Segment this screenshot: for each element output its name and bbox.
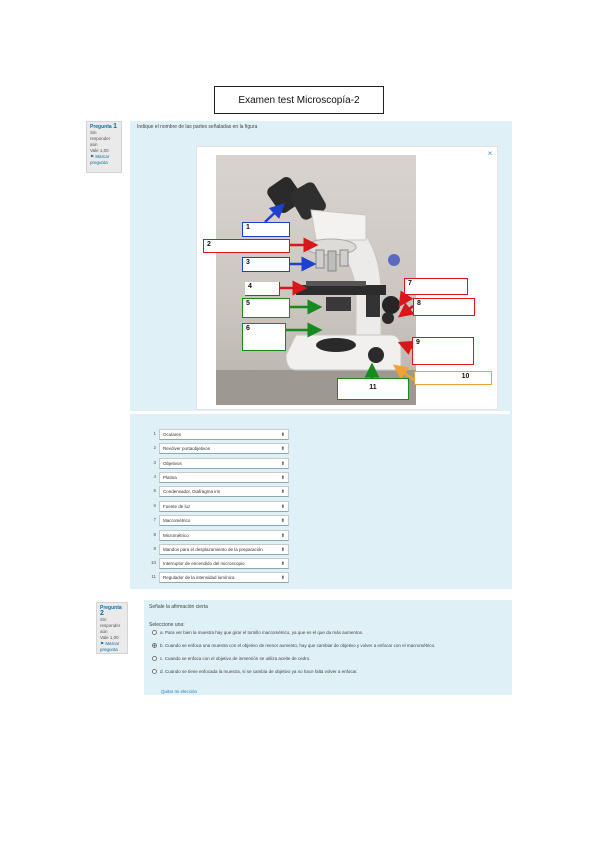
answer-row-4: 4 Platina⬍ xyxy=(150,472,300,483)
answer-number: 5 xyxy=(153,488,156,493)
chevron-down-icon: ⬍ xyxy=(280,561,285,567)
radio-d[interactable] xyxy=(152,669,157,675)
figure-label-7: 7 xyxy=(404,278,468,295)
figure-label-1: 1 xyxy=(242,222,290,237)
radio-b[interactable] xyxy=(152,643,157,649)
figure-label-4: 4 xyxy=(245,282,280,296)
question-2-panel xyxy=(144,600,512,695)
answer-select-1[interactable]: Oculares⬍ xyxy=(159,429,289,440)
figure-label-9: 9 xyxy=(412,337,474,365)
clear-choice-link[interactable]: Quitar mi elección xyxy=(161,689,198,694)
arrow-10 xyxy=(392,364,415,382)
chevron-down-icon: ⬍ xyxy=(280,575,285,581)
figure-label-2: 2 xyxy=(203,239,290,253)
answer-select-9[interactable]: Mandos para el desplazamiento de la prep… xyxy=(159,544,289,555)
flag-question-1-button[interactable]: ⚑ Marcar pregunta xyxy=(90,154,110,165)
answer-number: 9 xyxy=(153,546,156,551)
answer-number: 3 xyxy=(153,460,156,465)
answer-select-7[interactable]: Macrométrico⬍ xyxy=(159,515,289,526)
select-one-label: Seleccione una: xyxy=(149,622,185,628)
answer-number: 10 xyxy=(150,560,156,565)
figure-label-5: 5 xyxy=(242,298,290,318)
chevron-down-icon: ⬍ xyxy=(280,446,285,452)
chevron-down-icon: ⬍ xyxy=(280,432,285,438)
option-a[interactable]: a. Para ver bien la muestra hay que gira… xyxy=(152,630,363,638)
answer-number: 2 xyxy=(153,445,156,450)
question-2-info: Pregunta 2 Sin responder aún Vale 1,00 ⚑… xyxy=(96,602,128,654)
answer-select-6[interactable]: Fuente de luz⬍ xyxy=(159,501,289,512)
answer-select-11[interactable]: Regulador de la intensidad lumínica⬍ xyxy=(159,572,289,583)
chevron-down-icon: ⬍ xyxy=(280,533,285,539)
answer-row-3: 3 Objetivos⬍ xyxy=(150,458,300,469)
answer-row-9: 9 Mandos para el desplazamiento de la pr… xyxy=(150,544,300,555)
chevron-down-icon: ⬍ xyxy=(280,475,285,481)
answer-row-1: 1 Oculares⬍ xyxy=(150,429,300,440)
chevron-down-icon: ⬍ xyxy=(280,504,285,510)
flag-icon: ⚑ xyxy=(90,154,95,159)
question-2-number: Pregunta 2 xyxy=(100,605,122,617)
flag-icon: ⚑ xyxy=(100,641,105,646)
microscope-illustration xyxy=(216,177,416,405)
answer-number: 7 xyxy=(153,517,156,522)
answer-select-8[interactable]: Micrométrico⬍ xyxy=(159,530,289,541)
answer-number: 6 xyxy=(153,503,156,508)
page-title: Examen test Microscopía-2 xyxy=(214,86,384,114)
answer-select-10[interactable]: Interruptor de encendido del microscopio… xyxy=(159,558,289,569)
chevron-down-icon: ⬍ xyxy=(280,461,285,467)
answer-row-5: 5 Condensador, Diafragma iris⬍ xyxy=(150,486,300,497)
answer-select-5[interactable]: Condensador, Diafragma iris⬍ xyxy=(159,486,289,497)
question-1-status-2: aún xyxy=(90,142,98,147)
figure-label-10: 10 xyxy=(414,371,492,385)
question-1-prompt: Indique el nombre de las partes señalada… xyxy=(137,124,258,130)
answer-row-2: 2 Revólver portaobjetivos⬍ xyxy=(150,443,300,454)
question-2-status-2: aún xyxy=(100,629,108,634)
question-2-prompt: Señale la afirmación cierta xyxy=(149,604,208,610)
close-icon[interactable]: × xyxy=(487,149,493,158)
arrow-8 xyxy=(398,302,415,318)
question-2-score: Vale 1,00 xyxy=(100,635,119,640)
figure-label-11: 11 xyxy=(337,378,409,400)
figure-label-3: 3 xyxy=(242,257,290,272)
figure-label-8: 8 xyxy=(413,298,475,316)
answer-number: 11 xyxy=(151,574,156,579)
answer-row-7: 7 Macrométrico⬍ xyxy=(150,515,300,526)
arrow-9 xyxy=(397,340,415,355)
chevron-down-icon: ⬍ xyxy=(280,518,285,524)
answer-number: 8 xyxy=(153,532,156,537)
answer-row-11: 11 Regulador de la intensidad lumínica⬍ xyxy=(150,572,300,583)
answer-number: 4 xyxy=(153,474,156,479)
answer-number: 1 xyxy=(153,431,156,436)
answer-select-3[interactable]: Objetivos⬍ xyxy=(159,458,289,469)
option-c[interactable]: c. Cuando se enfoca con el objetivo de i… xyxy=(152,656,310,664)
answer-row-8: 8 Micrométrico⬍ xyxy=(150,530,300,541)
radio-a[interactable] xyxy=(152,630,157,636)
chevron-down-icon: ⬍ xyxy=(280,489,285,495)
figure-label-6: 6 xyxy=(242,323,286,351)
answer-select-4[interactable]: Platina⬍ xyxy=(159,472,289,483)
answer-row-6: 6 Fuente de luz⬍ xyxy=(150,501,300,512)
figure-caption-bar xyxy=(130,411,510,414)
radio-c[interactable] xyxy=(152,656,157,662)
arrow-1 xyxy=(264,203,285,223)
option-d[interactable]: d. Cuando se tiene enfocada la muestra, … xyxy=(152,669,358,677)
answer-row-10: 10 Interruptor de encendido del microsco… xyxy=(150,558,300,569)
question-1-score: Vale 1,00 xyxy=(90,148,109,153)
answer-select-2[interactable]: Revólver portaobjetivos⬍ xyxy=(159,443,289,454)
option-b[interactable]: b. Cuando se enfoca una muestra con el o… xyxy=(152,643,435,651)
chevron-down-icon: ⬍ xyxy=(280,547,285,553)
question-1-number: Pregunta 1 xyxy=(90,123,117,130)
question-2-status: Sin responder xyxy=(100,617,121,628)
microscope-photo xyxy=(216,155,416,405)
question-1-status: Sin responder xyxy=(90,130,111,141)
flag-question-2-button[interactable]: ⚑ Marcar pregunta xyxy=(100,641,120,652)
question-1-info: Pregunta 1 Sin responder aún Vale 1,00 ⚑… xyxy=(86,121,122,173)
